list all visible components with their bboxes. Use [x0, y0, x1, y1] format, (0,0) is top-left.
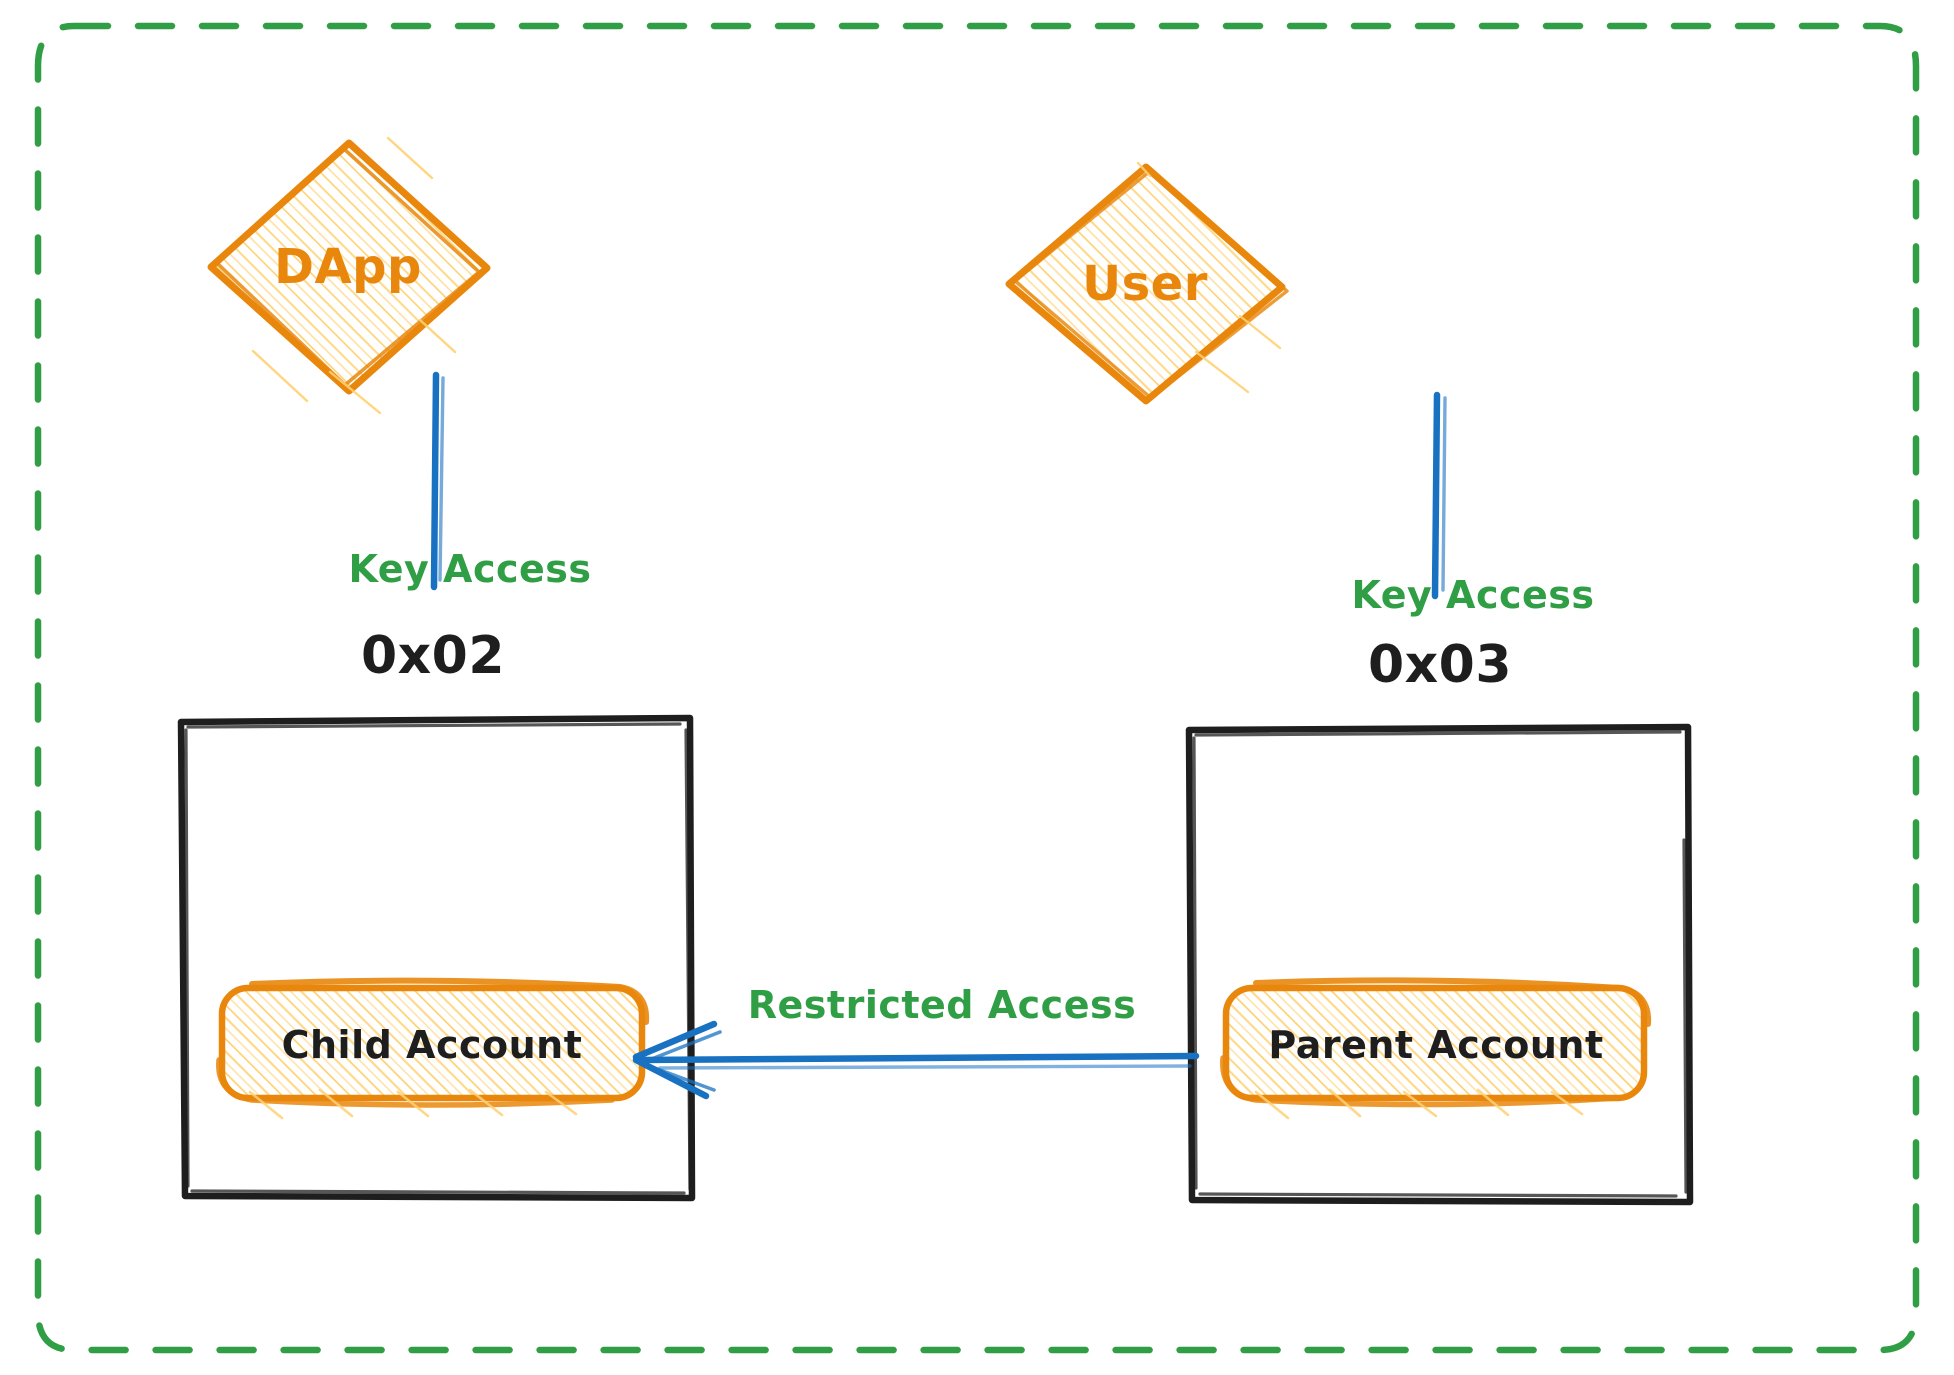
child-box-title: 0x02 — [361, 626, 505, 686]
child-account-outline-1 — [218, 984, 646, 1102]
arrowhead-upper-2 — [642, 1030, 722, 1064]
parent-box-title: 0x03 — [1368, 635, 1512, 695]
parent-account-outline-3 — [1220, 1055, 1621, 1108]
child-box-outline-2 — [184, 722, 692, 1195]
parent-box-outline-1 — [1185, 723, 1694, 1206]
arrowhead-upper-1 — [632, 1020, 718, 1061]
child-account-outline-3 — [216, 1057, 615, 1108]
label-key-access-right: Key Access — [1351, 573, 1594, 617]
user-outline-2 — [1013, 169, 1289, 400]
child-account-label: Child Account — [282, 1023, 583, 1067]
child-account-fill — [222, 988, 642, 1098]
edge-dapp-stroke-2 — [438, 376, 445, 582]
label-key-access-left: Key Access — [348, 547, 591, 591]
user-label: User — [1082, 256, 1208, 312]
outer-boundary-path — [34, 22, 1920, 1354]
parent-account-fill — [1226, 988, 1644, 1098]
parent-account-outline-1 — [1222, 984, 1648, 1102]
parent-account-label: Parent Account — [1268, 1023, 1603, 1067]
dapp-label: DApp — [274, 239, 422, 295]
edge-user-stroke-1 — [1431, 391, 1441, 600]
child-account-outline-2 — [249, 977, 650, 1025]
edge-restricted-stroke-2 — [658, 1064, 1192, 1070]
user-hatch-overshoot — [1136, 161, 1282, 394]
parent-hatch-overshoot — [1254, 1088, 1584, 1120]
child-hatch-overshoot — [248, 1088, 578, 1120]
dapp-hatch-overshoot — [251, 136, 457, 415]
child-box-outline-1 — [177, 714, 696, 1202]
edge-restricted-stroke-1 — [636, 1052, 1200, 1064]
edge-dapp-stroke-1 — [430, 371, 440, 591]
edge-user-stroke-2 — [1441, 396, 1447, 592]
parent-account-outline-2 — [1253, 977, 1652, 1027]
parent-box-outline-2 — [1192, 730, 1688, 1198]
label-restricted-access: Restricted Access — [748, 983, 1136, 1027]
arrowhead-lower-2 — [642, 1062, 716, 1092]
